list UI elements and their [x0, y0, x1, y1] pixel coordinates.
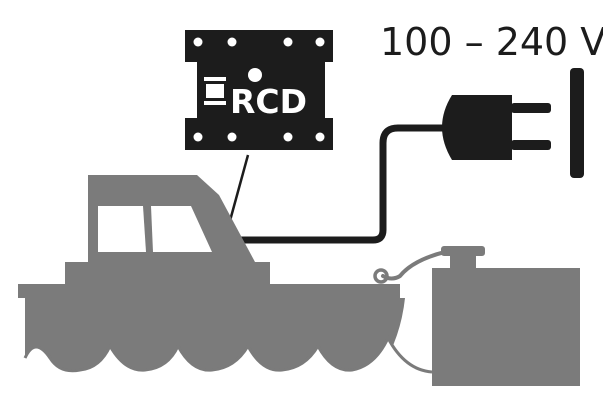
water-waves	[23, 334, 433, 400]
rcd-label: RCD	[230, 82, 307, 121]
power-plug-icon	[442, 95, 551, 160]
dock-post-icon	[373, 246, 580, 386]
power-cable	[228, 124, 459, 244]
plug-prong-bottom	[511, 140, 551, 150]
rcd-device-icon: RCD	[185, 30, 333, 150]
rcd-pointer-line	[226, 154, 250, 229]
plug-prong-top	[511, 103, 551, 113]
voltage-label: 100 – 240 V	[380, 20, 603, 64]
boat-icon	[18, 175, 405, 382]
wall-outlet	[570, 68, 584, 178]
